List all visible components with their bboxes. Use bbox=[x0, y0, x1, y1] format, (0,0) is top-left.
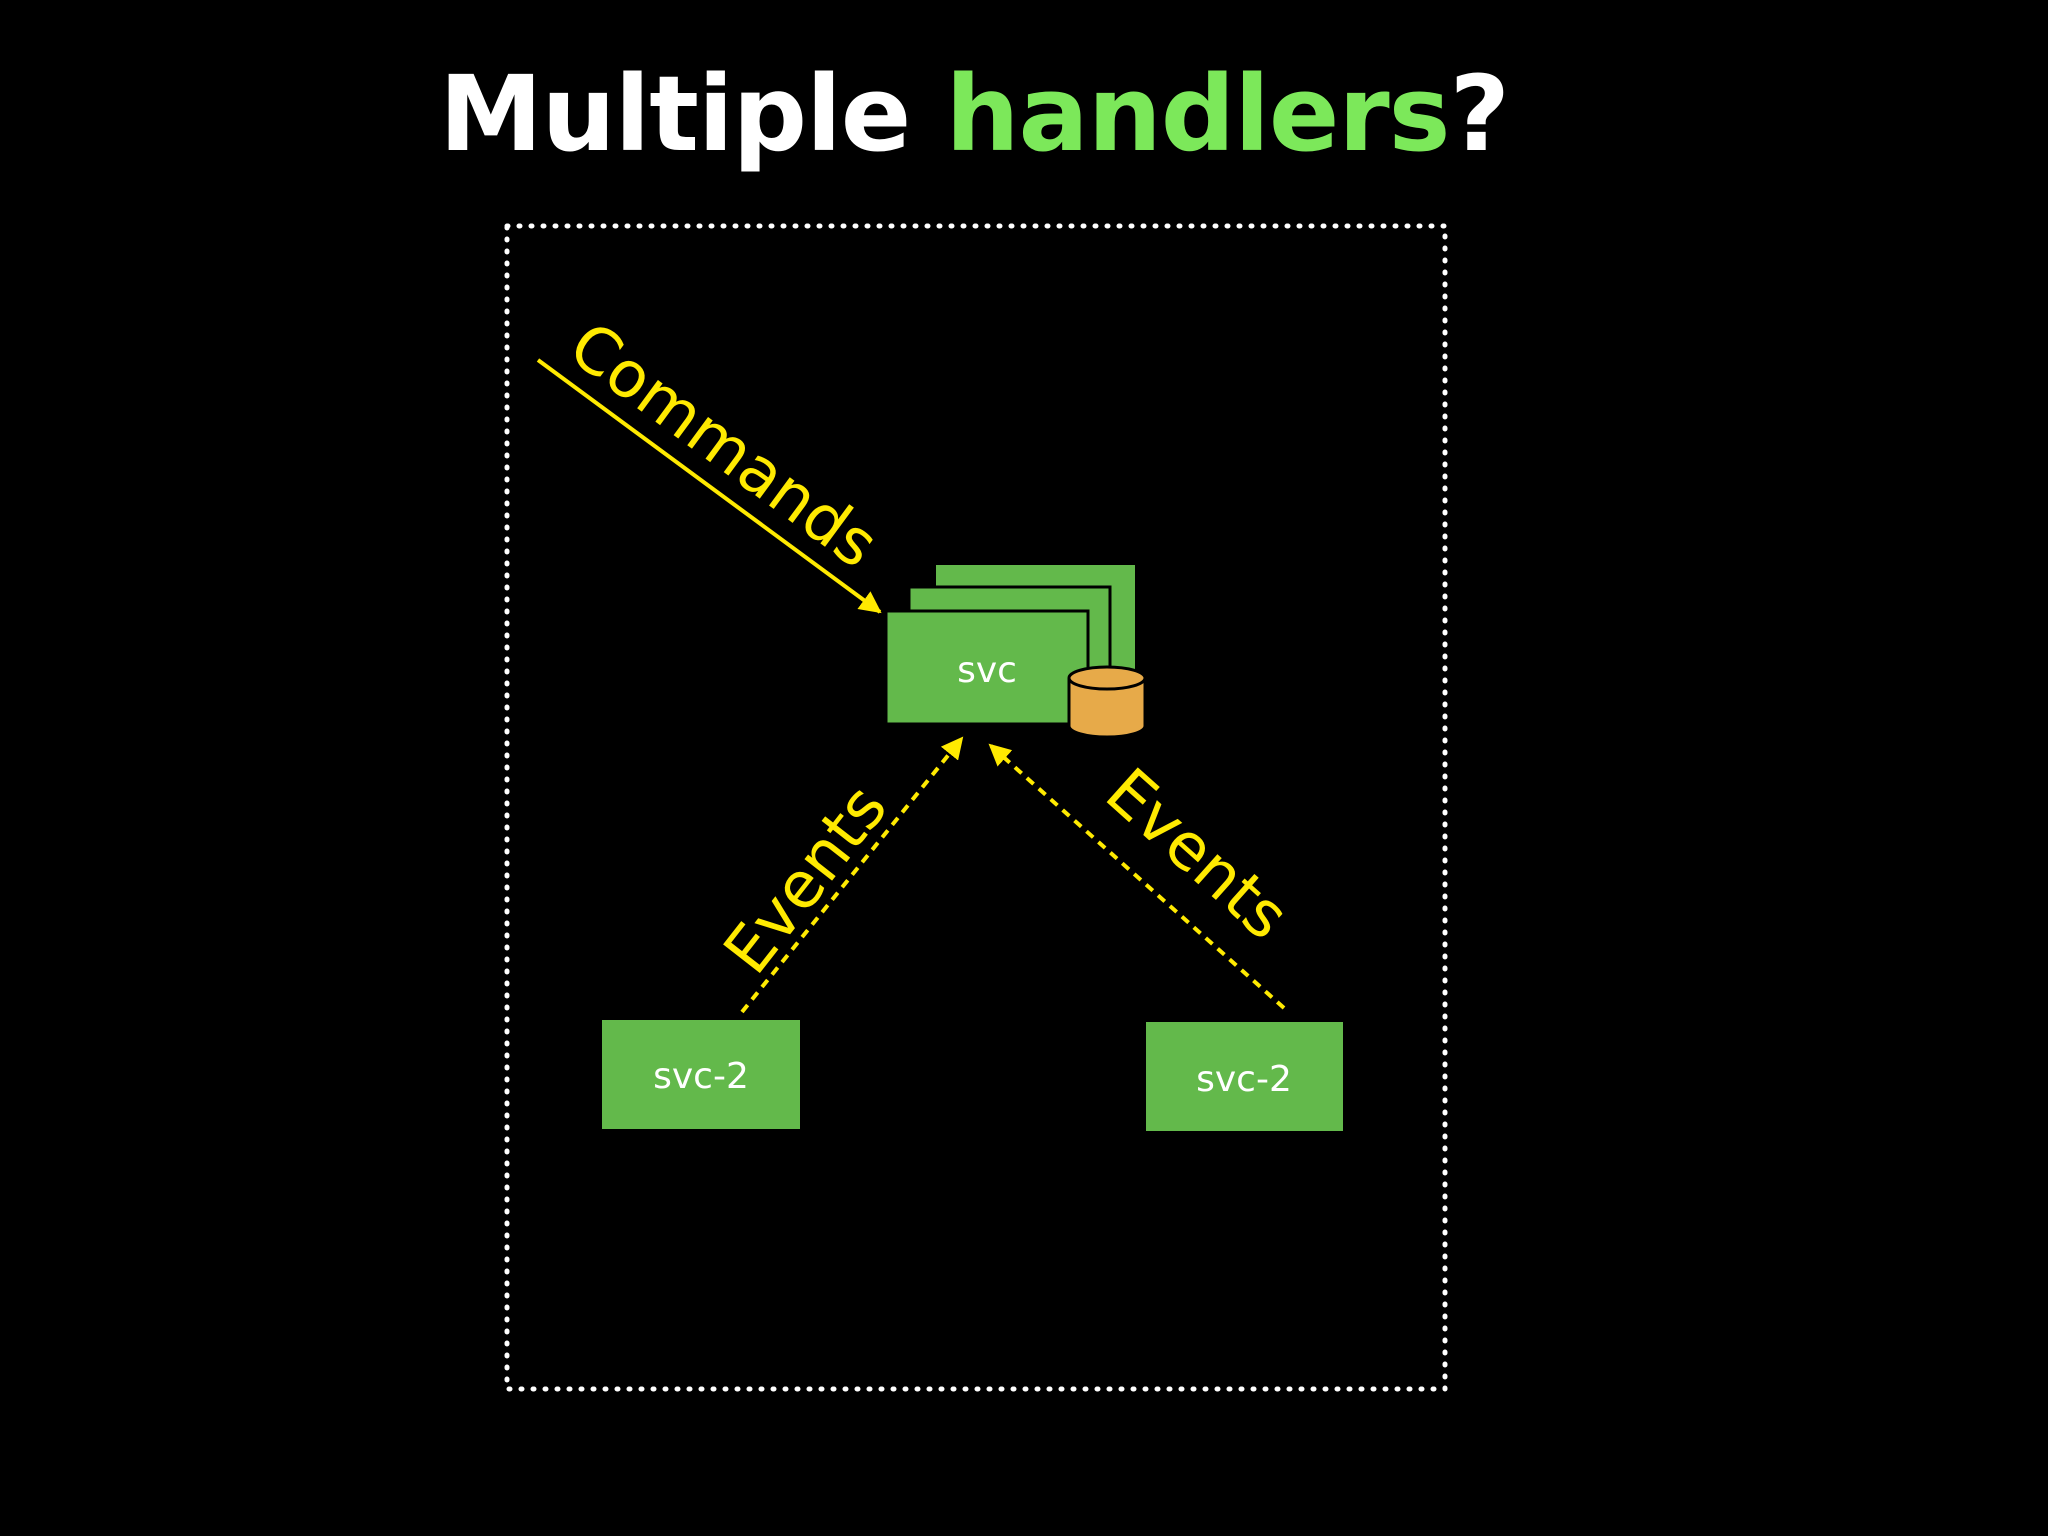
events-arrow-right bbox=[988, 743, 1286, 1010]
commands-label: Commands bbox=[556, 308, 892, 583]
slide-title: Multiple handlers? bbox=[0, 62, 1948, 166]
svc-instance-front bbox=[884, 609, 1090, 726]
database-icon bbox=[1067, 665, 1147, 739]
svc-2-left-box bbox=[602, 1020, 800, 1129]
svc-stack: svc bbox=[884, 565, 1135, 726]
title-accent: handlers bbox=[945, 53, 1450, 175]
events-label-right: Events bbox=[1091, 755, 1302, 955]
svc-label: svc bbox=[957, 650, 1017, 691]
events-label-left: Events bbox=[710, 772, 902, 988]
svc-2-left-label: svc-2 bbox=[653, 1056, 749, 1097]
title-part-1: Multiple bbox=[439, 53, 946, 175]
title-part-3: ? bbox=[1449, 53, 1510, 175]
svc-2-right-label: svc-2 bbox=[1196, 1059, 1292, 1100]
boundary-frame bbox=[504, 223, 1448, 1392]
svc-2-right-box bbox=[1146, 1022, 1343, 1131]
events-arrow-left bbox=[740, 736, 964, 1014]
commands-arrow bbox=[536, 358, 882, 614]
